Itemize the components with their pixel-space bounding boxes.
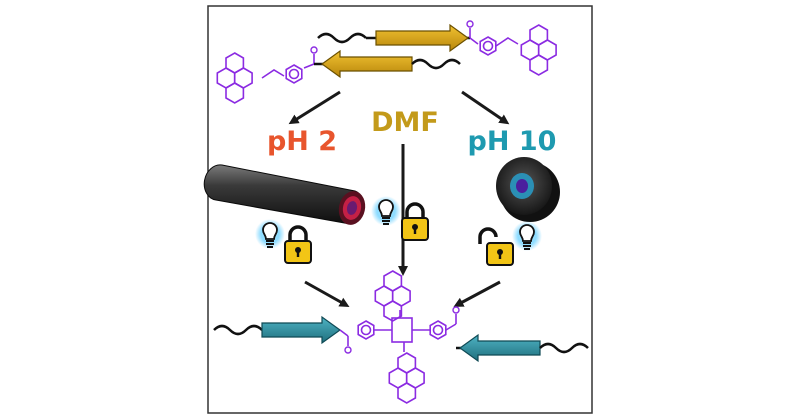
lightbulb-icon — [511, 220, 543, 252]
lightbulb-icon — [254, 218, 286, 250]
bottom-dimer-molecule — [213, 270, 589, 404]
lightbulb-icon — [370, 195, 402, 227]
arrow-ph10-down — [453, 280, 501, 307]
condition-label-ph10: pH 10 — [468, 126, 557, 157]
top-molecule-lower — [216, 46, 461, 104]
nanoring-icon — [496, 157, 560, 222]
arrow-to-ph10 — [461, 90, 510, 125]
nanotube-icon — [203, 164, 366, 225]
arrow-ph2-down — [304, 280, 350, 307]
gold-strand-arrow-left — [320, 49, 413, 79]
arrow-to-ph2 — [288, 90, 341, 125]
gold-strand-arrow-right — [375, 23, 470, 53]
condition-label-ph2: pH 2 — [267, 126, 337, 157]
top-molecule-upper — [317, 20, 557, 76]
teal-strand-arrow-left — [458, 333, 541, 363]
condition-label-dmf: DMF — [371, 107, 439, 138]
teal-strand-arrow-right — [261, 315, 342, 345]
